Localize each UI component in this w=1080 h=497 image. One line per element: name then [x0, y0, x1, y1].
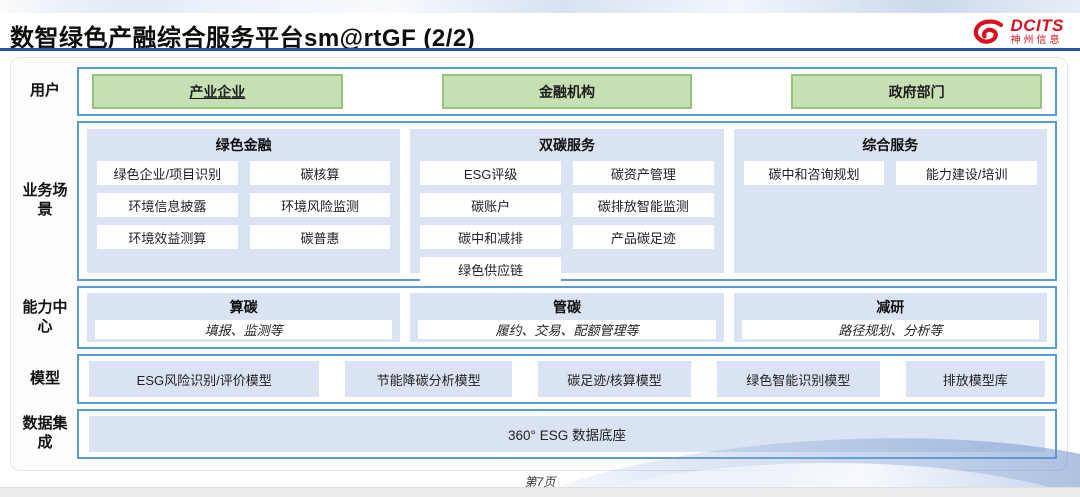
scenario-column: 绿色金融绿色企业/项目识别碳核算环境信息披露环境风险监测环境效益测算碳普惠: [87, 129, 401, 273]
scenario-column-title: 绿色金融: [215, 137, 272, 153]
scenarios-section: 绿色金融绿色企业/项目识别碳核算环境信息披露环境风险监测环境效益测算碳普惠双碳服…: [77, 121, 1057, 281]
brand-company: 神州信息: [1010, 35, 1063, 46]
layer-label-capabilities: 能力中心: [22, 298, 68, 335]
user-box: 产业企业: [92, 74, 343, 109]
user-box: 金融机构: [441, 74, 693, 109]
scenario-item: 环境风险监测: [249, 193, 391, 217]
capability-description: 履约、交易、配额管理等: [418, 320, 716, 339]
scenario-items-grid: 碳中和咨询规划能力建设/培训: [743, 161, 1037, 185]
capability-title: 减研: [876, 299, 905, 315]
model-box: 排放模型库: [905, 361, 1045, 397]
scenario-column: 综合服务碳中和咨询规划能力建设/培训: [733, 129, 1047, 273]
layer-label-models: 模型: [29, 369, 60, 387]
data-foundation-box: 360° ESG 数据底座: [89, 416, 1045, 452]
layer-users: 用户 产业企业 金融机构 政府部门: [17, 67, 1057, 116]
page-title: 数智绿色产融综合服务平台sm@rtGF (2/2): [10, 25, 476, 52]
layer-label-users: 用户: [29, 82, 60, 100]
brand-text: DCITS 神州信息: [1011, 17, 1065, 46]
scenario-column-title: 综合服务: [862, 137, 919, 153]
scenario-item: 产品碳足迹: [572, 225, 714, 249]
brand-name: DCITS: [1010, 16, 1064, 35]
scenario-items-grid: 绿色企业/项目识别碳核算环境信息披露环境风险监测环境效益测算碳普惠: [97, 161, 391, 249]
scenario-item: 碳排放智能监测: [572, 193, 714, 217]
scenario-column-title: 双碳服务: [538, 137, 595, 153]
capability-description: 路径规划、分析等: [741, 320, 1039, 339]
model-box: 碳足迹/核算模型: [537, 361, 692, 397]
capability-group: 管碳履约、交易、配额管理等: [410, 293, 724, 342]
scenario-column: 双碳服务 ESG评级碳资产管理碳账户碳排放智能监测碳中和减排产品碳足迹绿色供应链: [410, 129, 724, 281]
capability-title: 算碳: [229, 299, 258, 315]
layer-scenarios: 业务场景 绿色金融绿色企业/项目识别碳核算环境信息披露环境风险监测环境效益测算碳…: [17, 121, 1057, 281]
header: 数智绿色产融综合服务平台sm@rtGF (2/2) DCITS 神州信息: [0, 13, 1080, 52]
scenario-item: 环境效益测算: [97, 225, 238, 249]
layer-models: 模型 ESG风险识别/评价模型节能降碳分析模型碳足迹/核算模型绿色智能识别模型排…: [17, 354, 1057, 404]
scenario-item: 碳资产管理: [572, 161, 714, 185]
scenario-item: 环境信息披露: [97, 193, 238, 217]
layer-capabilities: 能力中心 算碳填报、监测等管碳履约、交易、配额管理等减研路径规划、分析等: [17, 286, 1057, 349]
capability-description: 填报、监测等: [95, 320, 393, 339]
scenario-item: 绿色供应链: [420, 257, 561, 281]
layer-data-integration: 数据集成 360° ESG 数据底座: [17, 409, 1057, 459]
capabilities-section: 算碳填报、监测等管碳履约、交易、配额管理等减研路径规划、分析等: [77, 286, 1057, 349]
scenario-item: 能力建设/培训: [896, 161, 1037, 185]
model-box: 绿色智能识别模型: [717, 361, 880, 397]
top-decoration-band: [0, 0, 1080, 13]
model-box: ESG风险识别/评价模型: [89, 361, 320, 397]
dcits-swirl-icon: [973, 19, 1003, 44]
layer-label-data-integration: 数据集成: [22, 415, 68, 451]
scenario-item: 碳普惠: [249, 225, 391, 249]
scenario-item: 绿色企业/项目识别: [97, 161, 238, 185]
user-box: 政府部门: [791, 74, 1042, 109]
scenario-item: 碳中和咨询规划: [743, 161, 885, 185]
layer-label-scenarios: 业务场景: [22, 182, 68, 218]
scenario-item: ESG评级: [420, 161, 561, 185]
data-integration-section: 360° ESG 数据底座: [77, 409, 1057, 459]
scenario-item: 碳中和减排: [420, 225, 561, 249]
capability-title: 管碳: [552, 299, 581, 315]
models-section: ESG风险识别/评价模型节能降碳分析模型碳足迹/核算模型绿色智能识别模型排放模型…: [77, 354, 1057, 404]
scenario-items-grid: ESG评级碳资产管理碳账户碳排放智能监测碳中和减排产品碳足迹绿色供应链: [420, 161, 714, 281]
bottom-gray-bar: [0, 487, 1080, 497]
scenario-item: 碳核算: [249, 161, 391, 185]
users-section: 产业企业 金融机构 政府部门: [77, 67, 1057, 116]
architecture-frame: 用户 产业企业 金融机构 政府部门 业务场景 绿色金融绿色企业/项目识别碳核算环境信…: [10, 57, 1068, 471]
capability-group: 算碳填报、监测等: [87, 293, 401, 342]
model-box: 节能降碳分析模型: [345, 361, 512, 397]
scenario-item: 碳账户: [420, 193, 561, 217]
title-underline-rule: [0, 48, 1080, 51]
capability-group: 减研路径规划、分析等: [733, 293, 1047, 342]
brand-logo: DCITS 神州信息: [970, 17, 1065, 46]
